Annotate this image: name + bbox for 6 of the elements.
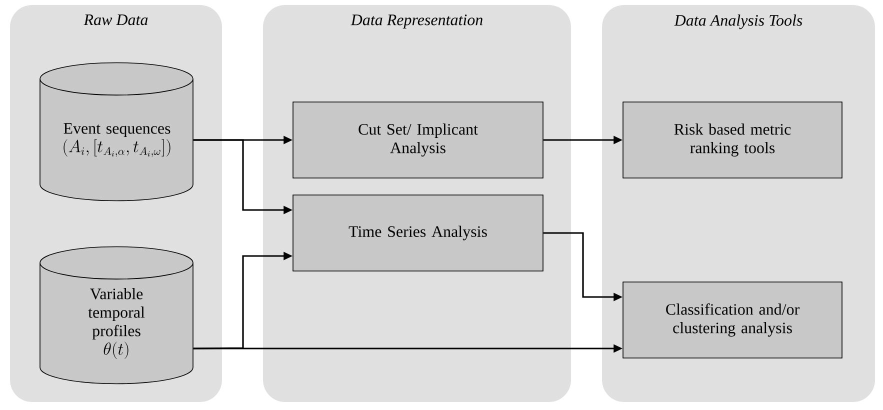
process-box: Risk based metric ranking tools (622, 102, 842, 178)
process-box: Cut Set/ Implicant Analysis (292, 102, 544, 178)
database-cylinder: Event sequences $\left(A_i,\left[t_{A_i,\alpha},t_{A_i,\omega}\right]\right)$ (40, 62, 194, 202)
process-box: Time Series Analysis (292, 194, 544, 272)
process-box: Classification and/or clustering analysis (622, 282, 842, 358)
database-cylinder: Variable temporal profiles $\theta(t)$ (40, 246, 194, 384)
